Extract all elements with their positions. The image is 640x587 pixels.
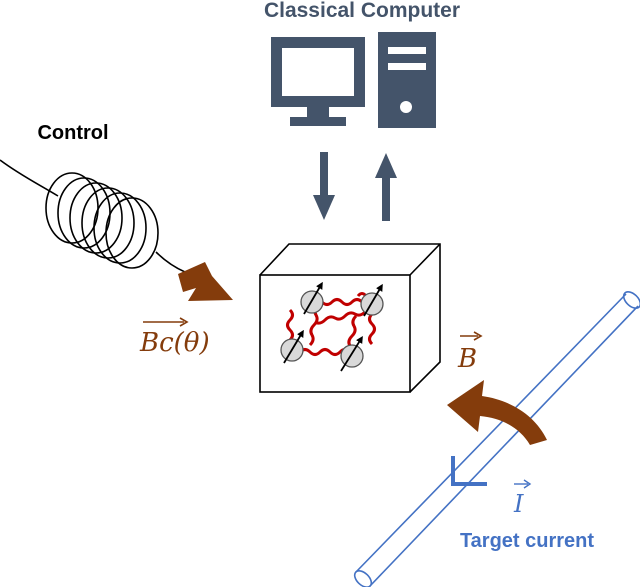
field-label: B [457,331,483,374]
spin-bottom-right [340,335,364,372]
coil-icon [0,159,186,273]
spin-top-left [300,281,324,315]
current-text: I [513,490,524,518]
control-field-text: Bc(θ) [139,328,210,358]
control-field-arrow [178,262,233,301]
control-label: Control [37,122,108,144]
field-arrow [447,380,547,445]
spin-top-right [360,283,384,317]
data-down-arrow [313,152,335,220]
target-current-label: Target current [460,530,594,552]
classical-computer-label: Classical Computer [264,0,460,22]
current-label: I [513,479,532,518]
control-field-label: Bc(θ) [139,317,210,358]
data-up-arrow [375,153,397,221]
sensor-box [259,243,441,393]
tower-icon [378,32,436,128]
field-text: B [457,344,477,374]
target-current-wire [353,291,640,587]
spin-bottom-left [280,329,304,364]
right-angle-marker [451,456,487,486]
monitor-icon [271,37,365,126]
